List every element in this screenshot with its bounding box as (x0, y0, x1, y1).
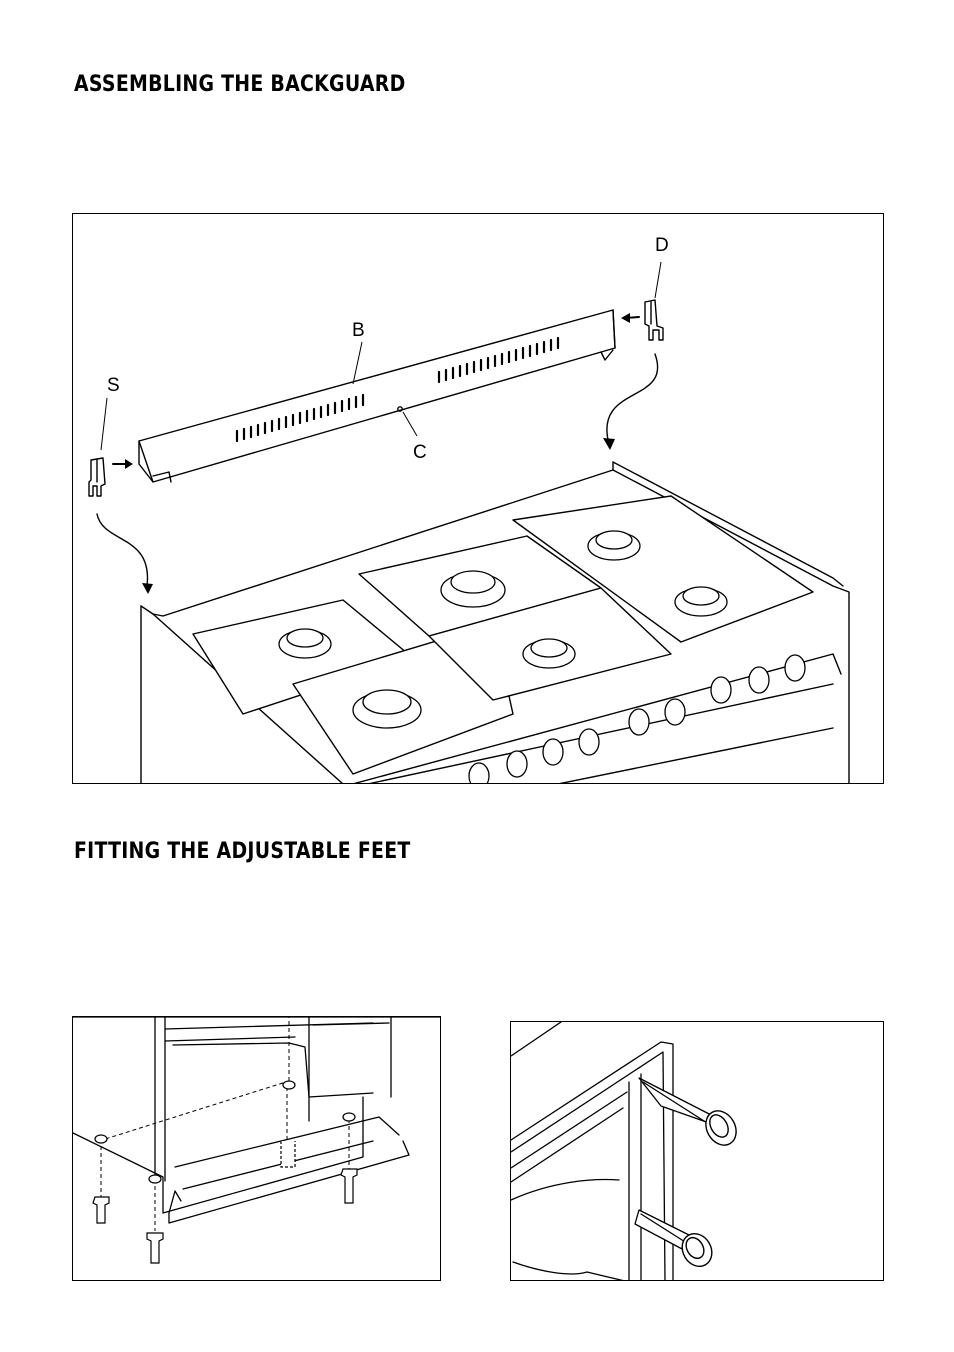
handle-drawing (511, 1022, 737, 1280)
backguard-assembly-illustration: D B S C (72, 213, 884, 784)
label-b: B (352, 320, 365, 341)
label-d: D (655, 235, 669, 256)
label-s: S (107, 375, 120, 396)
section-title-backguard: ASSEMBLING THE BACKGUARD (74, 72, 406, 97)
adjustable-feet-illustration (72, 1016, 441, 1281)
backguard-drawing: D B S C (88, 235, 850, 783)
section-title-feet: FITTING THE ADJUSTABLE FEET (74, 839, 411, 864)
feet-drawing (73, 1017, 440, 1264)
oven-handle-illustration (510, 1021, 884, 1281)
label-c: C (413, 442, 427, 463)
